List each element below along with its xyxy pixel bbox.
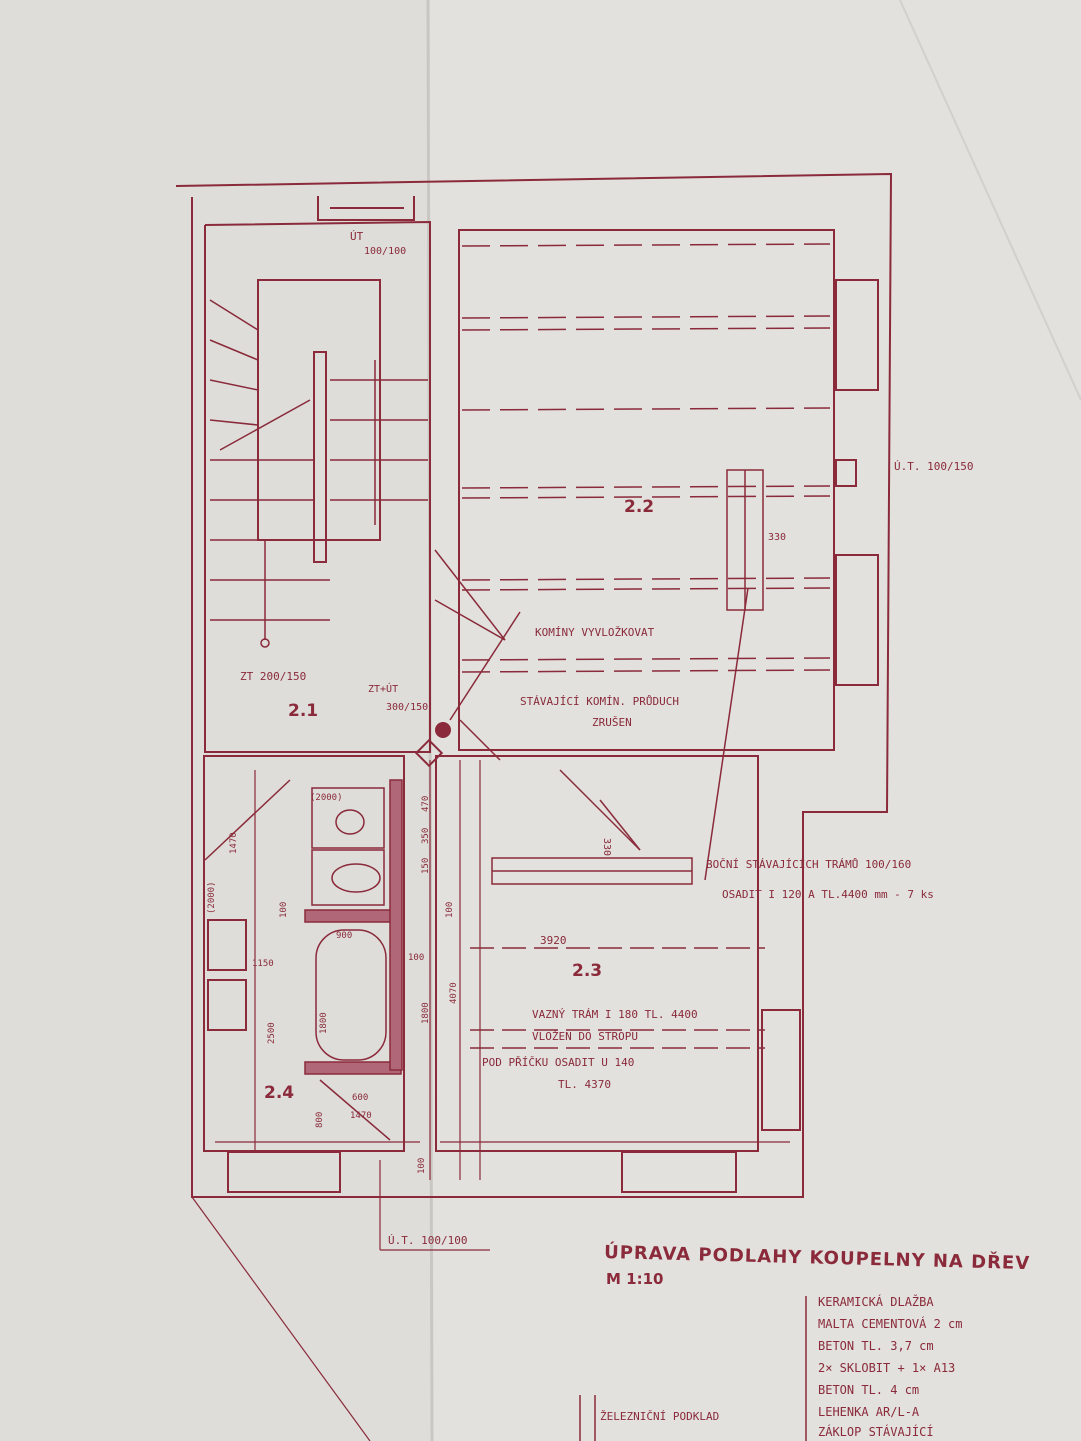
room-23-outline bbox=[435, 755, 759, 1152]
legend-item-7: ZÁKLOP STÁVAJÍCÍ bbox=[818, 1424, 934, 1439]
room-22-details bbox=[434, 469, 764, 881]
lower-walls bbox=[203, 755, 801, 1193]
dim-100-c: 100 bbox=[408, 953, 424, 963]
bathroom-fixtures bbox=[204, 779, 403, 1141]
room-22-beams bbox=[461, 243, 831, 673]
room-label-23: 2.3 bbox=[572, 961, 602, 981]
label-ut-top: ÚT bbox=[350, 230, 364, 243]
stair-hall-wall bbox=[204, 220, 431, 753]
label-stavajici-2: ZRUŠEN bbox=[592, 716, 632, 729]
top-window bbox=[317, 196, 415, 221]
toilet-bowl bbox=[331, 863, 381, 893]
stair-well bbox=[257, 279, 381, 541]
bathtub-wall bbox=[304, 1061, 402, 1075]
dim-3920: 3920 bbox=[540, 934, 567, 947]
dimension-lines bbox=[191, 760, 790, 1441]
stair-treads bbox=[209, 299, 428, 648]
dim-100-b: 100 bbox=[445, 902, 455, 918]
room-label-21: 2.1 bbox=[288, 701, 318, 721]
dim-600: 600 bbox=[352, 1093, 368, 1103]
bathtub bbox=[315, 929, 387, 1061]
vertical-partition bbox=[389, 779, 403, 1071]
drawing-scale: M 1:10 bbox=[606, 1270, 663, 1288]
label-ut-bottom: Ú.T. 100/100 bbox=[388, 1234, 467, 1247]
chimney-marker-a bbox=[414, 738, 444, 768]
legend-item-4: 2× SKLOBIT + 1× A13 bbox=[818, 1361, 955, 1375]
label-vazny-1: VAZNÝ TRÁM I 180 TL. 4400 bbox=[532, 1008, 698, 1021]
basin-bowl bbox=[335, 809, 365, 835]
dim-100-d: 100 bbox=[417, 1158, 427, 1174]
label-pod-2: TL. 4370 bbox=[558, 1078, 611, 1091]
label-ut-right: Ú.T. 100/150 bbox=[894, 460, 973, 473]
dim-1800-a: 1800 bbox=[319, 1012, 329, 1034]
label-vazny-2: VLOŽEN DO STROPU bbox=[532, 1030, 638, 1043]
section-label: ŽELEZNIČNÍ PODKLAD bbox=[600, 1410, 719, 1423]
label-tram-2: OSADIT I 120 A TL.4400 mm - 7 ks bbox=[722, 888, 934, 901]
legend-item-5: BETON TL. 4 cm bbox=[818, 1383, 919, 1397]
chimney-markers bbox=[414, 722, 451, 768]
paper-shade-left bbox=[0, 0, 430, 1441]
legend: KERAMICKÁ DLAŽBA MALTA CEMENTOVÁ 2 cm BE… bbox=[818, 1294, 963, 1439]
room-24-bottom-window bbox=[227, 1151, 341, 1193]
label-zt-ut: ZT+ÚT bbox=[368, 682, 398, 695]
dim-330-lower: 330 bbox=[601, 838, 612, 856]
room-22-window-lower bbox=[835, 554, 879, 686]
dim-2000-a: (2000) bbox=[310, 793, 343, 803]
dim-2000-b: (2000) bbox=[207, 881, 217, 914]
dim-150: 150 bbox=[421, 858, 431, 874]
dim-1470: 1470 bbox=[229, 832, 239, 854]
legend-item-1: KERAMICKÁ DLAŽBA bbox=[818, 1294, 934, 1309]
dim-100-a: 100 bbox=[279, 902, 289, 918]
partition-wall bbox=[304, 909, 402, 923]
paper-fold-diagonal bbox=[899, 0, 1081, 401]
room-22-walls bbox=[458, 229, 879, 751]
stair-rail bbox=[313, 351, 327, 563]
label-zt-left: ZT 200/150 bbox=[240, 670, 306, 683]
label-tram-1: BOČNÍ STÁVAJÍCÍCH TRÁMŮ 100/160 bbox=[706, 858, 911, 871]
dim-2500: 2500 bbox=[267, 1022, 277, 1044]
room-23-bottom-window bbox=[621, 1151, 737, 1193]
dim-1800-b: 1800 bbox=[421, 1002, 431, 1024]
room-24-window-2 bbox=[207, 979, 247, 1031]
dim-470: 470 bbox=[421, 796, 431, 812]
dim-1470-b: 1470 bbox=[350, 1111, 372, 1121]
room-23-beams bbox=[470, 769, 765, 1049]
label-pod-1: POD PŘÍČKU OSADIT U 140 bbox=[482, 1056, 634, 1069]
room-23-window bbox=[761, 1009, 801, 1131]
label-stavajici-1: STÁVAJÍCÍ KOMÍN. PRŮDUCH bbox=[520, 695, 679, 708]
room-22-outline bbox=[458, 229, 835, 751]
dim-330-upper: 330 bbox=[768, 532, 786, 543]
toilet-area bbox=[311, 849, 385, 906]
dim-1150: 1150 bbox=[252, 959, 274, 969]
label-kominy: KOMÍNY VYVLOŽKOVAT bbox=[535, 626, 655, 639]
legend-linework bbox=[579, 1296, 807, 1441]
label-300-150: 300/150 bbox=[386, 702, 428, 713]
room-label-24: 2.4 bbox=[264, 1083, 294, 1103]
dim-900: 900 bbox=[336, 931, 352, 941]
dim-350: 350 bbox=[421, 828, 431, 844]
legend-item-6: LEHENKA AR/L-A bbox=[818, 1405, 920, 1419]
radiator-right bbox=[835, 459, 857, 487]
label-ut-top-size: 100/100 bbox=[364, 246, 406, 257]
washbasin bbox=[311, 787, 385, 849]
dim-4070: 4070 bbox=[449, 982, 459, 1004]
legend-item-3: BETON TL. 3,7 cm bbox=[818, 1339, 934, 1353]
legend-item-2: MALTA CEMENTOVÁ 2 cm bbox=[818, 1316, 963, 1331]
chimney-marker-b bbox=[435, 722, 451, 738]
room-24-window-1 bbox=[207, 919, 247, 971]
dim-800: 800 bbox=[315, 1112, 325, 1128]
room-label-22: 2.2 bbox=[624, 497, 654, 517]
room-22-window-upper bbox=[835, 279, 879, 391]
